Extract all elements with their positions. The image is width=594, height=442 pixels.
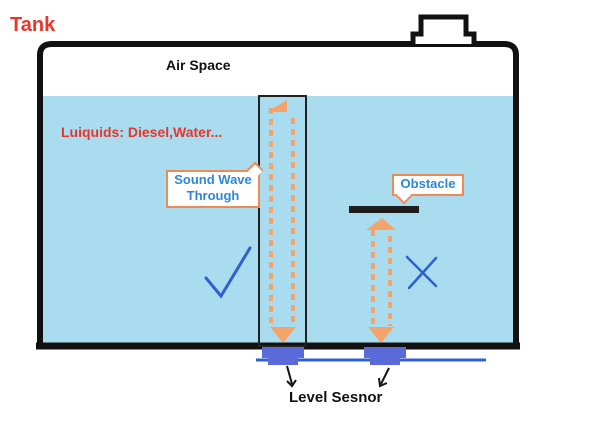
- obstacle-callout: Obstacle: [392, 174, 464, 196]
- sound-wave-callout-line2: Through: [186, 188, 240, 203]
- sound-wave-path-box: [258, 95, 307, 347]
- sound-wave-beam: [269, 108, 295, 326]
- tank-outline: [37, 41, 519, 346]
- sound-wave-callout-line1: Sound Wave: [174, 172, 252, 187]
- liquids-label: Luiquids: Diesel,Water...: [61, 124, 223, 140]
- level-sensor-right: [364, 347, 406, 365]
- obstacle-bar: [349, 206, 419, 213]
- sound-wave-callout: Sound Wave Through: [166, 170, 260, 208]
- check-mark-icon: [204, 246, 252, 299]
- liquid-fill: [40, 96, 515, 346]
- arrow-down-icon: [270, 327, 296, 343]
- arrow-down-icon: [368, 327, 394, 343]
- cross-mark-icon: [405, 255, 438, 290]
- arrow-up-icon: [267, 100, 287, 112]
- arrow-up-icon: [366, 218, 396, 230]
- air-space-label: Air Space: [166, 57, 231, 73]
- level-sensor-left: [262, 347, 304, 365]
- filler-cap: [410, 14, 477, 44]
- blocked-wave-beam: [371, 230, 392, 326]
- sensor-pointer-arrows: [286, 365, 390, 388]
- level-sensor-label: Level Sesnor: [289, 389, 383, 406]
- page-title: Tank: [10, 14, 56, 36]
